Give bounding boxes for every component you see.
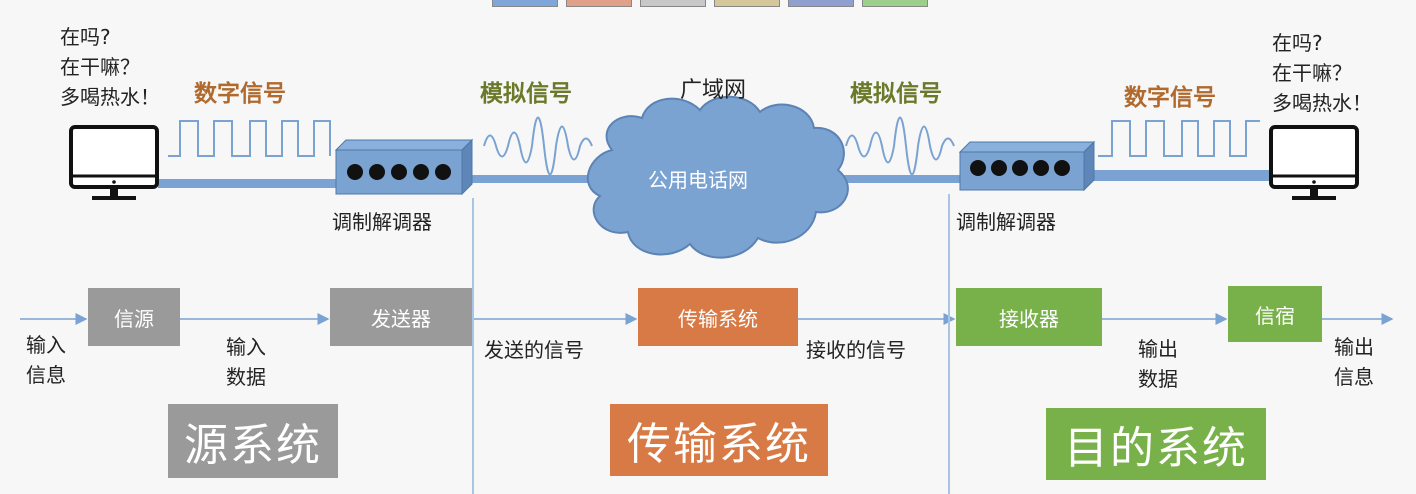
transmitter-box: 发送器 — [330, 288, 472, 346]
label-line: 输入 — [226, 335, 266, 359]
label-line: 输出 — [1138, 337, 1178, 361]
input-info-label: 输入 信息 — [26, 330, 66, 390]
legend-box-5 — [788, 0, 854, 7]
input-data-label: 输入 数据 — [226, 332, 266, 392]
output-data-label: 输出 数据 — [1138, 334, 1178, 394]
transmission-box: 传输系统 — [638, 288, 798, 346]
chat-line: 在吗? — [1272, 31, 1323, 55]
chat-line: 在干嘛？ — [1272, 61, 1352, 85]
label-line: 数据 — [226, 365, 266, 389]
label-line: 输出 — [1334, 335, 1374, 359]
analog-wave-right — [845, 116, 955, 176]
label-line: 输入 — [26, 333, 66, 357]
left-modem-icon — [334, 138, 474, 196]
receiver-box: 接收器 — [956, 288, 1102, 346]
analog-signal-label-right: 模拟信号 — [850, 81, 942, 107]
cloud-icon — [587, 95, 849, 259]
source-box: 信源 — [88, 288, 180, 346]
analog-signal-label-left: 模拟信号 — [480, 81, 572, 107]
left-chat-bubble: 在吗? 在干嘛？ 多喝热水！ — [60, 22, 160, 112]
right-computer-icon — [1269, 125, 1359, 200]
label-line: 数据 — [1138, 367, 1178, 391]
divider-right — [948, 194, 950, 494]
sink-box: 信宿 — [1228, 286, 1322, 342]
chat-line: 在干嘛？ — [60, 55, 140, 79]
legend-box-3 — [640, 0, 706, 7]
label-line: 信息 — [1334, 365, 1374, 389]
label-line: 信息 — [26, 363, 66, 387]
link-left-pc-modem — [158, 179, 338, 188]
modem-label-right: 调制解调器 — [956, 210, 1056, 234]
right-chat-bubble: 在吗? 在干嘛？ 多喝热水！ — [1272, 28, 1372, 118]
chat-line: 多喝热水！ — [1272, 91, 1372, 115]
analog-wave-left — [483, 116, 593, 176]
wan-label: 广域网 — [680, 78, 747, 103]
legend-box-1 — [492, 0, 558, 7]
legend-box-2 — [566, 0, 632, 7]
divider-left — [472, 198, 474, 494]
cloud-label: 公用电话网 — [648, 168, 748, 192]
digital-signal-label-right: 数字信号 — [1124, 85, 1216, 111]
chat-line: 在吗? — [60, 25, 111, 49]
source-system-label: 源系统 — [168, 404, 338, 478]
received-signal-label: 接收的信号 — [806, 338, 906, 362]
left-computer-icon — [69, 125, 159, 200]
digital-signal-label-left: 数字信号 — [194, 81, 286, 107]
link-right-modem-pc — [1090, 170, 1273, 181]
digital-wave-left — [168, 120, 331, 157]
transmission-system-label: 传输系统 — [610, 404, 828, 476]
output-info-label: 输出 信息 — [1334, 332, 1374, 392]
chat-line: 多喝热水！ — [60, 85, 160, 109]
legend-box-6 — [862, 0, 928, 7]
legend-box-4 — [714, 0, 780, 7]
right-modem-icon — [958, 140, 1096, 192]
sent-signal-label: 发送的信号 — [484, 338, 584, 362]
destination-system-label: 目的系统 — [1046, 408, 1266, 480]
modem-label-left: 调制解调器 — [332, 210, 432, 234]
link-cloud-right-modem — [838, 175, 963, 183]
link-left-modem-cloud — [460, 175, 610, 183]
digital-wave-right — [1098, 120, 1260, 157]
